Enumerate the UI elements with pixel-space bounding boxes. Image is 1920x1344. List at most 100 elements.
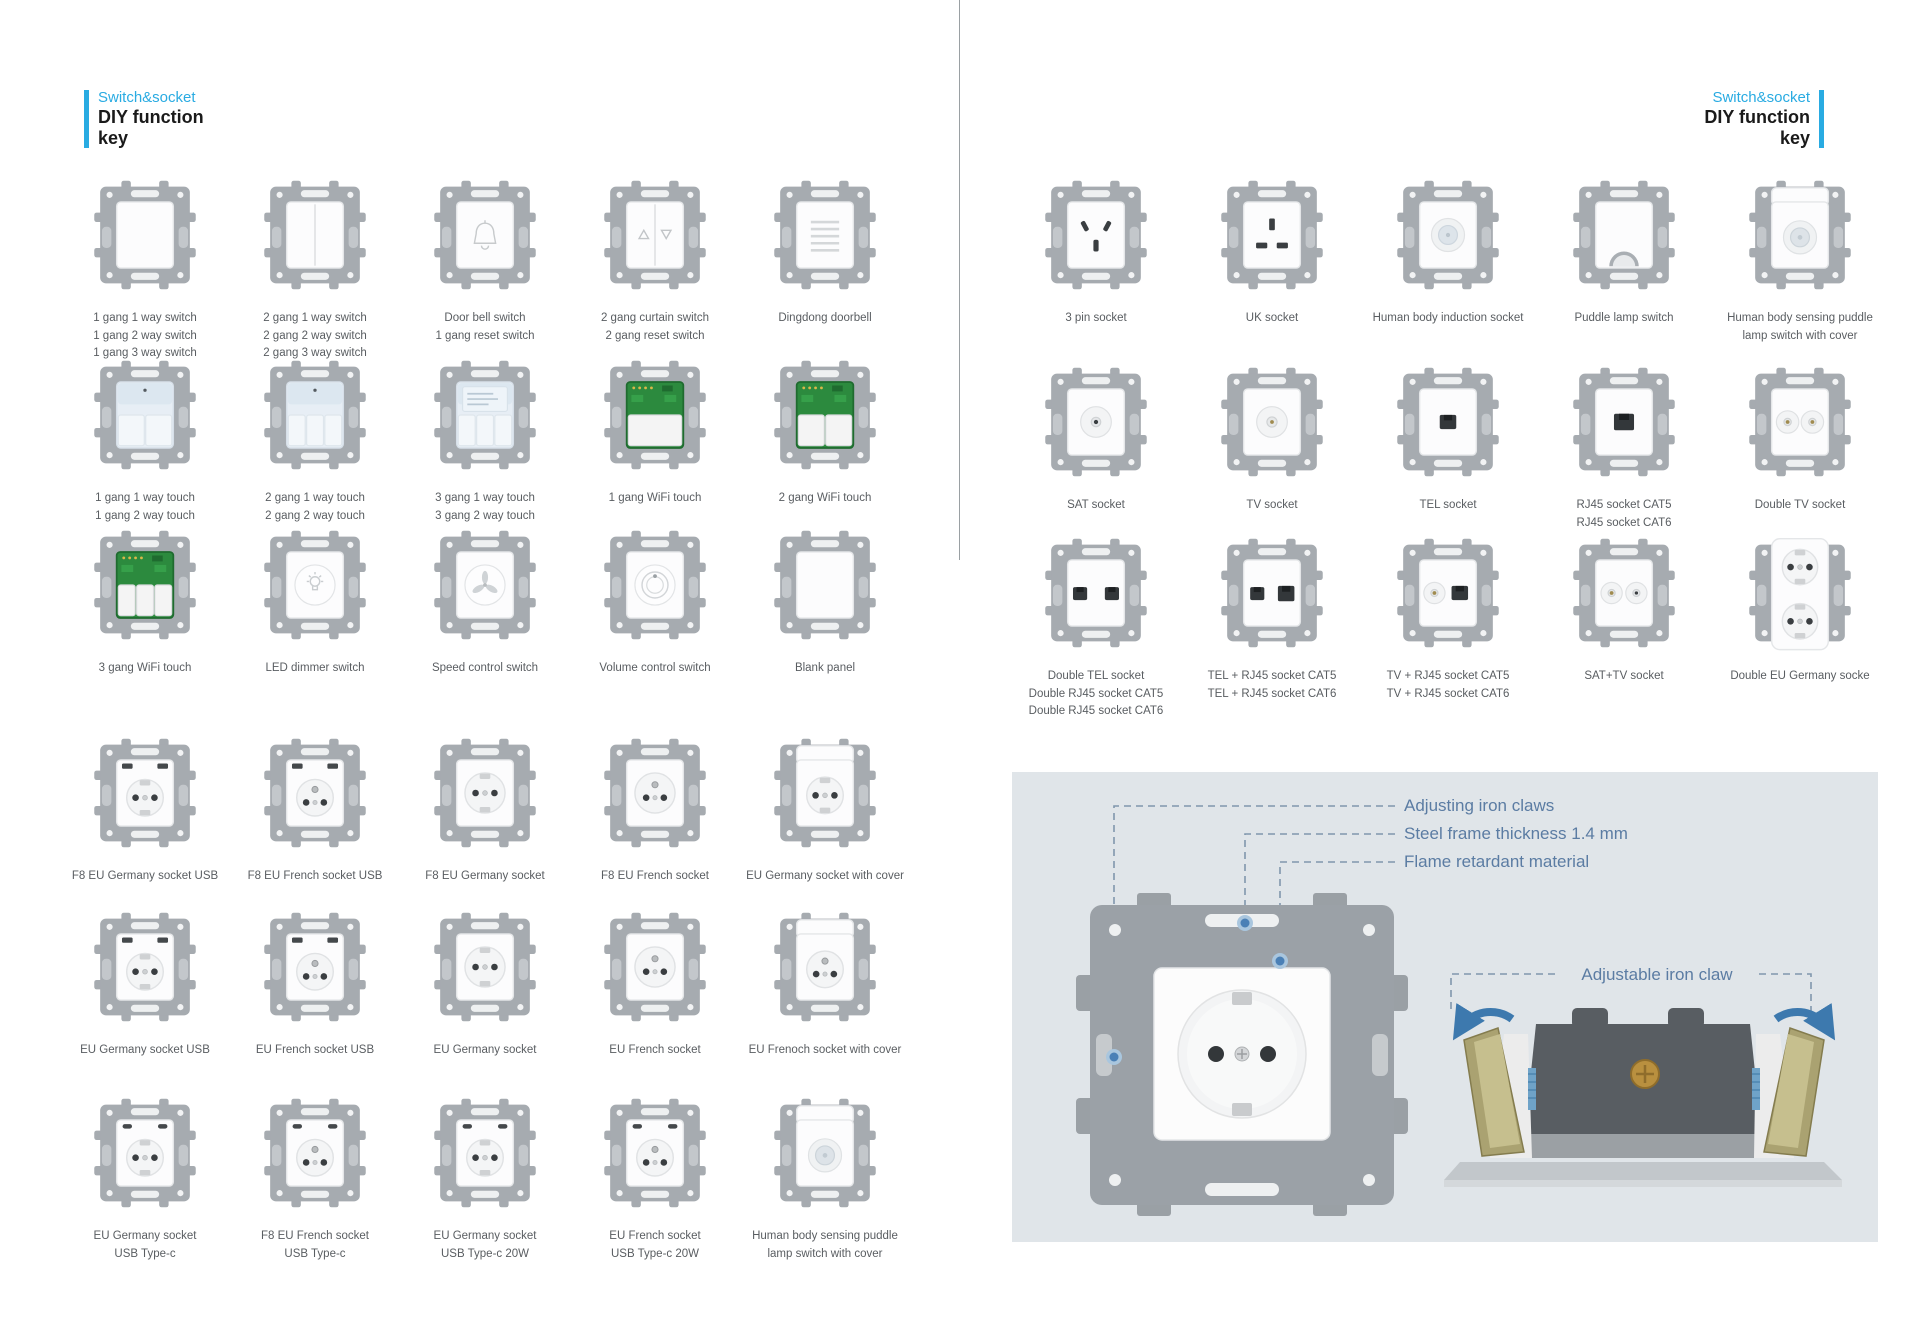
schuko-image bbox=[426, 900, 544, 1032]
double-schuko-image bbox=[1741, 526, 1859, 658]
product-label: Blank panel bbox=[794, 662, 856, 674]
rj45-socket-image bbox=[1565, 355, 1683, 487]
volume-control-image bbox=[596, 518, 714, 650]
product-label: Speed control switch bbox=[431, 662, 539, 674]
french-usb-image bbox=[256, 900, 374, 1032]
product-label: F8 EU Germany socket USB bbox=[71, 870, 219, 882]
left-grid-row-3: 3 gang WiFi touch LED dimmer switch Speed … bbox=[60, 518, 910, 678]
product-label: F8 EU French socket bbox=[600, 870, 709, 882]
touch-display-image bbox=[426, 348, 544, 480]
product-speed-control: Speed control switch bbox=[400, 518, 570, 678]
tel-rj45-socket-image bbox=[1213, 526, 1331, 658]
product-label: TEL socket bbox=[1419, 499, 1477, 511]
product-label: 2 gang WiFi touch bbox=[778, 492, 872, 504]
switch-2gang-image bbox=[256, 168, 374, 300]
product-sat-socket: SAT socket bbox=[1008, 355, 1184, 532]
product-label: 3 pin socket bbox=[1065, 312, 1127, 324]
product-label: 3 gang WiFi touch bbox=[98, 662, 192, 674]
sat-socket-image bbox=[1037, 355, 1155, 487]
header-title-line2: key bbox=[98, 128, 129, 148]
feature-diagram-art bbox=[1076, 805, 1842, 1216]
wifi-touch-1-image bbox=[596, 348, 714, 480]
pin3-socket-image bbox=[1037, 168, 1155, 300]
product-label: EU Germany socket with cover bbox=[746, 870, 904, 882]
product-wifi-touch-1: 1 gang WiFi touch bbox=[570, 348, 740, 525]
header-title-line1: DIY function bbox=[98, 107, 204, 127]
left-grid-row-4: F8 EU Germany socket USB F8 EU French soc… bbox=[60, 726, 910, 886]
product-label: TV socket bbox=[1246, 499, 1298, 511]
product-french-usb: EU French socket USB bbox=[230, 900, 400, 1060]
product-label: EU French socket bbox=[609, 1044, 701, 1056]
left-page-header: Switch&socket DIY function key bbox=[84, 88, 204, 149]
french-image bbox=[596, 726, 714, 858]
touch-3key-image bbox=[256, 348, 374, 480]
product-label: F8 EU French socket USB bbox=[247, 870, 383, 882]
schuko-cover-image bbox=[766, 726, 884, 858]
page-divider bbox=[959, 0, 960, 560]
sensor-cover-image bbox=[1741, 168, 1859, 300]
induction-socket-image bbox=[1389, 168, 1507, 300]
product-label: LED dimmer switch bbox=[265, 662, 365, 674]
wifi-touch-2-image bbox=[766, 348, 884, 480]
product-label: EU Frenoch socket with cover bbox=[748, 1044, 902, 1056]
curtain-switch-image bbox=[596, 168, 714, 300]
french-usbc-image bbox=[596, 1086, 714, 1218]
dingdong-doorbell-image bbox=[766, 168, 884, 300]
adjustable-claw-arrows bbox=[1452, 1003, 1836, 1041]
product-blank-panel: Blank panel bbox=[740, 518, 910, 678]
header-category: Switch&socket bbox=[98, 89, 196, 106]
blank-panel-image bbox=[766, 518, 884, 650]
callout-adjusting-iron-claws: Adjusting iron claws bbox=[1404, 796, 1555, 815]
header-title-line1: DIY function bbox=[1704, 107, 1810, 127]
product-label: F8 EU Germany socket bbox=[425, 870, 545, 882]
product-volume-control: Volume control switch bbox=[570, 518, 740, 678]
speed-control-image bbox=[426, 518, 544, 650]
product-schuko-cover: EU Germany socket with cover bbox=[740, 726, 910, 886]
french-usb-image bbox=[256, 726, 374, 858]
label-adjustable-iron-claw: Adjustable iron claw bbox=[1581, 965, 1733, 984]
led-dimmer-image bbox=[256, 518, 374, 650]
product-label: EU Germany socket bbox=[433, 1044, 537, 1056]
schuko-usb-image bbox=[86, 900, 204, 1032]
french-usbc-image bbox=[256, 1086, 374, 1218]
product-uk-socket: UK socket bbox=[1184, 168, 1360, 345]
product-schuko-usb: F8 EU Germany socket USB bbox=[60, 726, 230, 886]
product-french: F8 EU French socket bbox=[570, 726, 740, 886]
product-dingdong-doorbell: Dingdong doorbell bbox=[740, 168, 910, 363]
product-induction-socket: Human body induction socket bbox=[1360, 168, 1536, 345]
side-view-photo bbox=[1444, 1008, 1842, 1187]
double-tv-socket-image bbox=[1741, 355, 1859, 487]
right-page-header: Switch&socket DIY function key bbox=[1640, 88, 1824, 149]
product-double-tv-socket: Double TV socket bbox=[1712, 355, 1888, 532]
product-pin3-socket: 3 pin socket bbox=[1008, 168, 1184, 345]
product-puddle-lamp: Puddle lamp switch bbox=[1536, 168, 1712, 345]
